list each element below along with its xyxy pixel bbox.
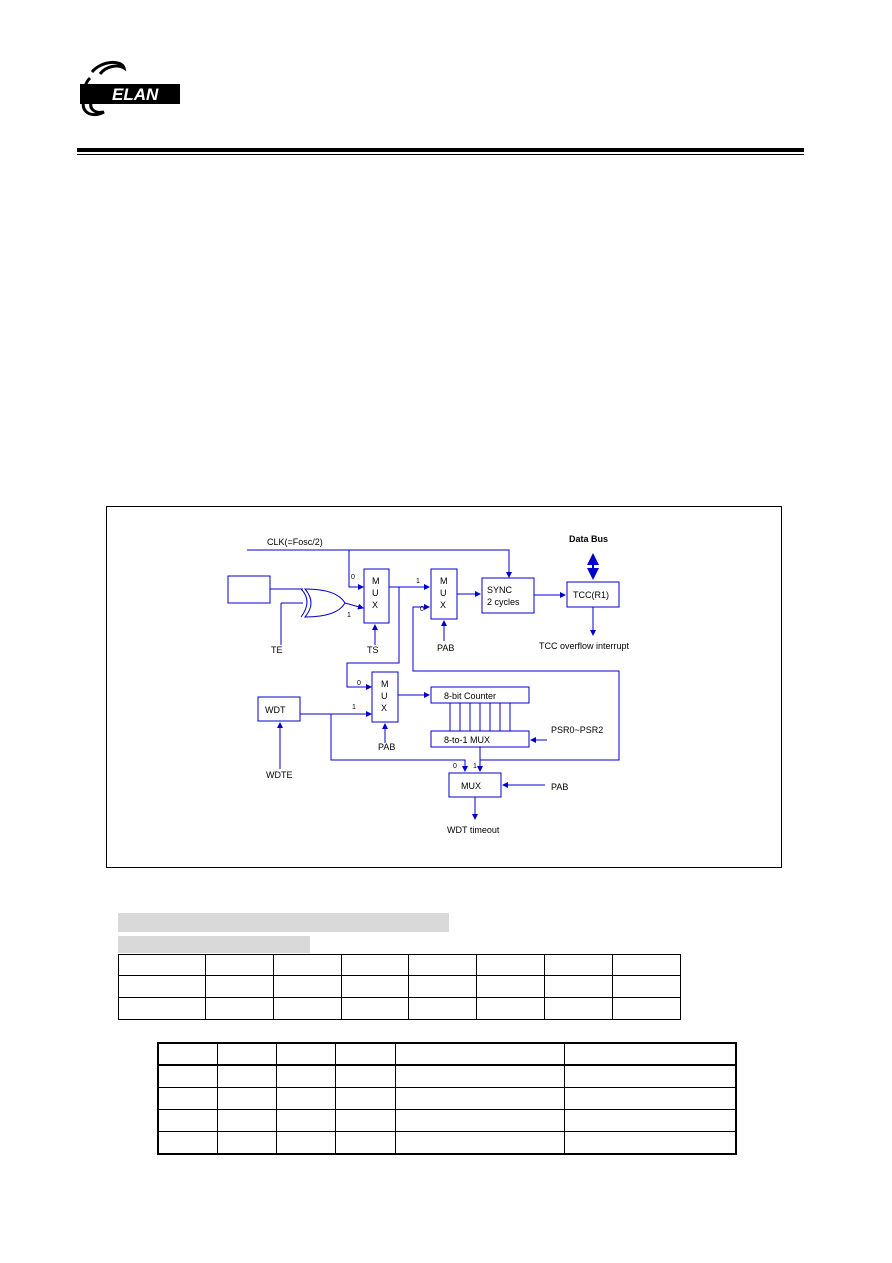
data-bus-label: Data Bus: [569, 534, 608, 544]
caption-bar-2: [118, 936, 310, 953]
mux1-m: M: [372, 576, 380, 586]
mux2-m: M: [440, 576, 448, 586]
caption-bar-1: [118, 913, 449, 932]
mux1-input1-label: 1: [347, 612, 351, 619]
final-mux-label: MUX: [461, 781, 481, 791]
header-rule-thick: [77, 148, 804, 152]
clk-label: CLK(=Fosc/2): [267, 537, 323, 547]
table-row: [157, 1109, 737, 1133]
header-rule-thin: [77, 154, 804, 155]
te-label: TE: [271, 645, 283, 655]
mux1-x: X: [372, 600, 378, 610]
pab-label-mux3: PAB: [378, 742, 395, 752]
wdte-label: WDTE: [266, 770, 293, 780]
counter-label: 8-bit Counter: [444, 691, 496, 701]
tcc-overflow-label: TCC overflow interrupt: [539, 641, 630, 651]
table-row: [118, 954, 681, 976]
mux3-u: U: [381, 691, 388, 701]
table-row: [157, 1086, 737, 1111]
mux2-input0-label: 0: [420, 606, 424, 613]
table-row: [118, 975, 681, 998]
mux3-m: M: [381, 679, 389, 689]
table-row: [157, 1064, 737, 1088]
mux1-input0-label: 0: [351, 574, 355, 581]
mux2-x: X: [440, 600, 446, 610]
pab-label-mux2: PAB: [437, 643, 454, 653]
mux2-u: U: [440, 588, 447, 598]
final-mux-input0-label: 0: [453, 763, 457, 770]
sync-label: SYNC: [487, 585, 513, 595]
tcc-wdt-block-diagram: CLK(=Fosc/2) Data Bus 0 1 M U X 1 0 M U …: [106, 506, 782, 868]
register-table: [118, 954, 681, 1020]
final-mux-input1-label: 1: [473, 763, 477, 770]
prescaler-table: [157, 1042, 737, 1155]
sync-cycles-label: 2 cycles: [487, 597, 520, 607]
wdt-label: WDT: [265, 705, 286, 715]
pab-label-final: PAB: [551, 782, 568, 792]
ts-label: TS: [367, 645, 379, 655]
table-row: [118, 997, 681, 1020]
psr-label: PSR0~PSR2: [551, 725, 603, 735]
mux3-input0-label: 0: [357, 680, 361, 687]
table-row: [157, 1131, 737, 1155]
mux3-input1-label: 1: [352, 704, 356, 711]
mux3-x: X: [381, 703, 387, 713]
tcc-label: TCC(R1): [573, 590, 609, 600]
logo-text: ELAN: [112, 85, 159, 104]
mux2-input1-label: 1: [416, 578, 420, 585]
table-header-row: [157, 1042, 737, 1066]
diagram-canvas: CLK(=Fosc/2) Data Bus 0 1 M U X 1 0 M U …: [227, 534, 630, 835]
mux8-label: 8-to-1 MUX: [444, 735, 490, 745]
elan-logo: ELAN: [80, 61, 180, 117]
wdt-timeout-label: WDT timeout: [447, 825, 500, 835]
mux1-u: U: [372, 588, 379, 598]
